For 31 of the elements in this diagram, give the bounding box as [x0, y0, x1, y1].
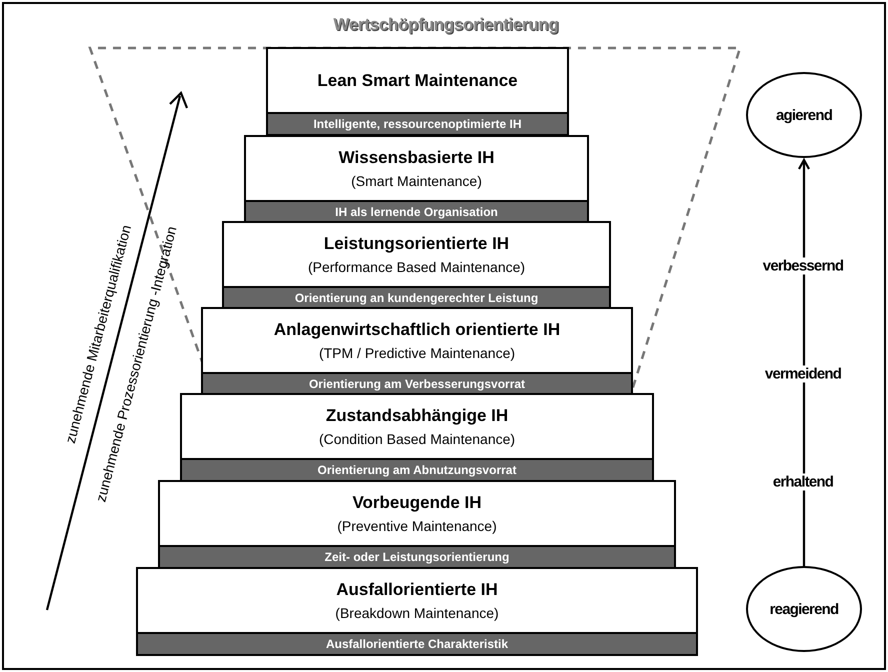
level-title: Vorbeugende IH	[352, 493, 482, 513]
level-box	[222, 221, 611, 288]
state-ellipse: agierend	[746, 72, 862, 158]
characteristic-bar: Ausfallorientierte Charakteristik	[136, 632, 698, 656]
stage-label: vermeidend	[764, 366, 842, 382]
level-box	[244, 135, 589, 202]
stage-label: verbessernd	[762, 258, 844, 274]
characteristic-bar: Intelligente, ressourcenoptimierte IH	[266, 112, 569, 136]
level-subtitle: (Condition Based Maintenance)	[318, 431, 516, 447]
level-title: Lean Smart Maintenance	[317, 70, 518, 90]
level-subtitle: (Breakdown Maintenance)	[335, 605, 499, 621]
state-ellipse: reagierend	[746, 566, 862, 652]
level-subtitle: (Smart Maintenance)	[351, 173, 482, 189]
characteristic-bar: Orientierung am Abnutzungsvorrat	[180, 458, 654, 482]
level-box	[136, 567, 698, 634]
level-subtitle: (Performance Based Maintenance)	[308, 259, 526, 275]
characteristic-bar: Zeit- oder Leistungsorientierung	[158, 545, 676, 569]
level-title: Leistungsorientierte IH	[324, 234, 510, 254]
level-box	[266, 47, 569, 114]
diagram-title: Wertschöpfungsorientierung	[332, 15, 560, 35]
level-title: Anlagenwirtschaftlich orientierte IH	[274, 320, 560, 340]
arrow	[798, 158, 810, 566]
level-subtitle: (TPM / Predictive Maintenance)	[318, 345, 516, 361]
level-box	[180, 393, 654, 460]
level-title: Wissensbasierte IH	[338, 148, 494, 168]
level-box	[158, 480, 676, 547]
level-title: Ausfallorientierte IH	[336, 580, 498, 600]
level-title: Zustandsabhängige IH	[326, 406, 508, 426]
stage-label: erhaltend	[772, 474, 834, 490]
level-box	[201, 307, 633, 374]
level-subtitle: (Preventive Maintenance)	[337, 518, 497, 534]
